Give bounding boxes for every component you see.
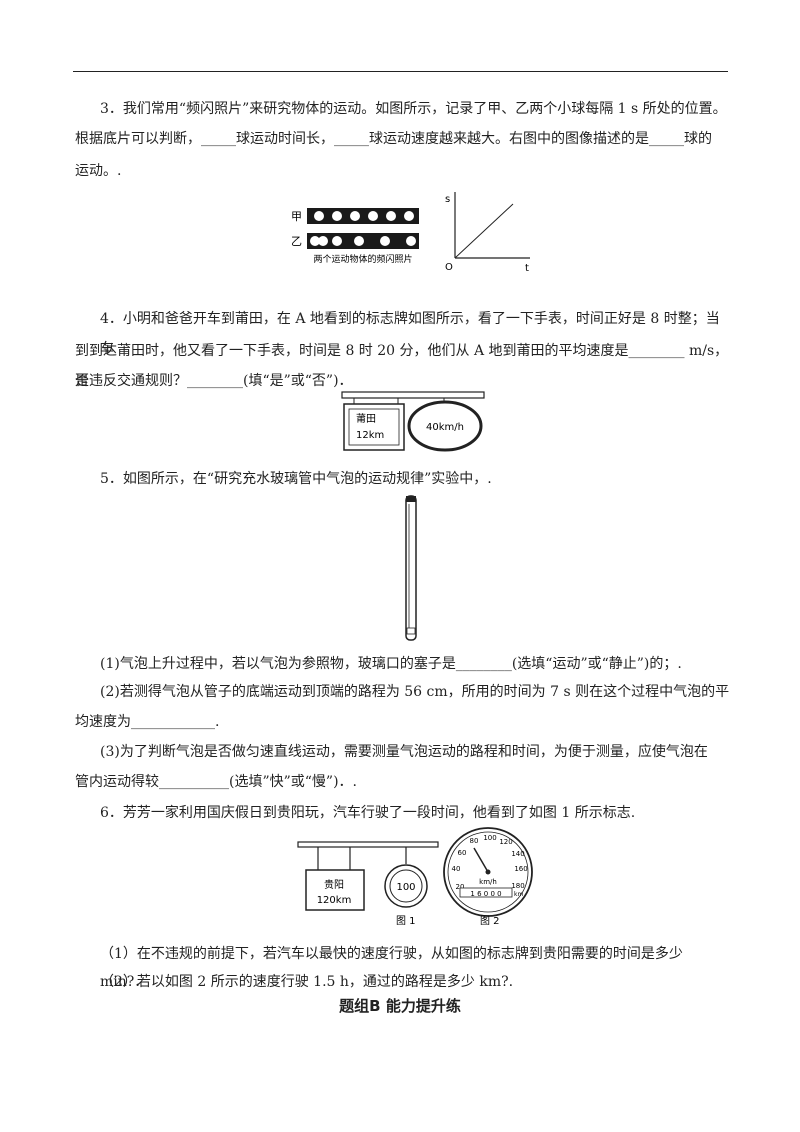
figure-2-label: 图 2: [480, 915, 500, 927]
q3-figure: 甲 乙 两个运动物体的频闪照片 s t O: [291, 192, 530, 274]
section-title: 题组B 能力提升练: [339, 997, 461, 1015]
q6-sub-1: （1）在不违规的前提下，若汽车以最快的速度行驶，从如图的标志牌到贵阳需要的时间是…: [100, 946, 683, 990]
axis-s-label: s: [445, 194, 450, 205]
air-bubble: [406, 627, 416, 635]
gauge-unit: km/h: [479, 878, 497, 886]
svg-text:60: 60: [458, 849, 467, 857]
figure-1-label: 图 1: [396, 915, 416, 927]
q5-sub-1: (1)气泡上升过程中，若以气泡为参照物，玻璃口的塞子是________(选填“运…: [100, 656, 682, 672]
guiyang-distance-sign: [305, 869, 365, 911]
sign-place-name-2: 贵阳: [324, 878, 344, 891]
tube-stopper: [406, 496, 416, 502]
q4-road-sign-figure: 莆田 12km 40km/h: [341, 391, 485, 452]
svg-text:40: 40: [452, 865, 461, 873]
odometer-unit: km: [514, 891, 523, 898]
header-rule: [73, 71, 728, 72]
label-yi: 乙: [291, 235, 302, 248]
balls-yi: [310, 236, 416, 246]
sign-place-name: 莆田: [356, 412, 376, 425]
svg-text:160: 160: [514, 865, 527, 873]
sign-bar: [341, 391, 485, 399]
svg-text:180: 180: [511, 882, 524, 890]
svg-text:20: 20: [456, 883, 465, 891]
q6-intro: 6．芳芳一家利用国庆假日到贵阳玩，汽车行驶了一段时间，他看到了如图 1 所示标志…: [100, 805, 636, 821]
q5-sub-2a: (2)若测得气泡从管子的底端运动到顶端的路程为 56 cm，所用的时间为 7 s…: [100, 684, 730, 700]
q4-line-2: 到到达莆田时，他又看了一下手表，时间是 8 时 20 分，他们从 A 地到莆田的…: [75, 343, 729, 389]
distance-sign: [343, 403, 405, 451]
q5-intro: 5．如图所示，在“研究充水玻璃管中气泡的运动规律”实验中，.: [100, 471, 492, 487]
odometer-reading: 1 6 0 0 0: [470, 890, 501, 898]
label-jia: 甲: [291, 210, 302, 223]
q6-figure: 贵阳 120km 100 图 1 20 40 60 80 100 120 140…: [297, 827, 533, 927]
axis-origin-label: O: [445, 262, 453, 273]
speed-limit-100: 100: [396, 882, 415, 893]
speed-limit-sign: [407, 400, 483, 452]
photo-caption: 两个运动物体的频闪照片: [313, 253, 412, 265]
speed-limit-text: 40km/h: [426, 422, 464, 433]
axis-t-label: t: [525, 263, 529, 274]
q3-line-3: 运动。.: [75, 163, 122, 179]
svg-text:100: 100: [483, 834, 496, 842]
glass-tube: [405, 495, 417, 641]
q5-sub-3a: (3)为了判断气泡是否做匀速直线运动，需要测量气泡运动的路程和时间，为便于测量，…: [100, 744, 708, 760]
svg-text:120: 120: [499, 838, 512, 846]
glass-tube-figure: [405, 495, 417, 641]
speed-limit-sign-2: [384, 864, 428, 908]
q4-line-3: 否违反交通规则？________(填“是”或“否”)．: [75, 373, 353, 389]
q6-sub-2: （2）若以如图 2 所示的速度行驶 1.5 h，通过的路程是多少 km?.: [100, 974, 514, 990]
st-graph-line: [454, 203, 514, 259]
speedometer-needle: [473, 847, 489, 873]
q3-line-1: 3．我们常用“频闪照片”来研究物体的运动。如图所示，记录了甲、乙两个小球每隔 1…: [100, 101, 727, 117]
speedometer-ticks: 20 40 60 80 100 120 140 160 180: [452, 834, 528, 891]
q5-sub-3b: 管内运动得较__________(选填”快”或“慢”)．.: [75, 774, 358, 790]
q4-line-1: 4．小明和爸爸开车到莆田，在 A 地看到的标志牌如图所示，看了一下手表，时间正好…: [100, 311, 720, 357]
sign-distance: 12km: [356, 430, 384, 441]
q5-sub-2b: 均速度为____________.: [75, 714, 220, 730]
q3-line-2: 根据底片可以判断，_____球运动时间长，_____球运动速度越来越大。右图中的…: [75, 131, 712, 147]
odometer: [459, 887, 513, 898]
balls-jia: [314, 211, 414, 221]
sign-bar-2: [297, 841, 439, 848]
sign-distance-2: 120km: [317, 895, 352, 906]
svg-text:80: 80: [470, 837, 479, 845]
svg-text:140: 140: [511, 850, 524, 858]
